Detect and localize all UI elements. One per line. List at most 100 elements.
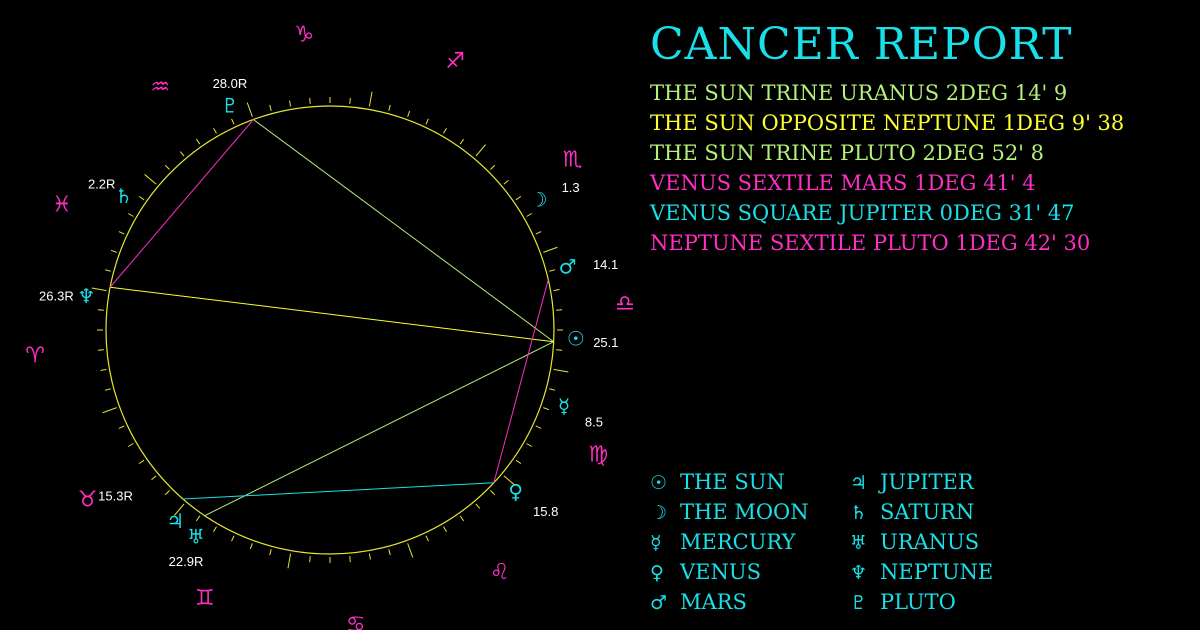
venus-icon: ♀ [650,562,664,584]
aspect-list: THE SUN TRINE URANUS 2DEG 14' 9 THE SUN … [650,78,1124,258]
wheel-tick [526,213,533,217]
wheel-tick [289,100,292,107]
wheel-tick [515,459,522,465]
aspect-line-item: NEPTUNE SEXTILE PLUTO 1DEG 42' 30 [650,231,1091,255]
neptune-degree-label: 26.3R [39,288,74,303]
legend-item-mercury: ☿ MERCURY [650,527,795,557]
aspect-line-item: VENUS SQUARE JUPITER 0DEG 31' 47 [650,201,1075,225]
libra-icon: ♎ [615,292,635,317]
wheel-tick [97,309,104,311]
wheel-tick [195,138,201,145]
wheel-tick [174,503,185,516]
legend-label: NEPTUNE [880,560,994,584]
wheel-tick [388,104,391,111]
saturn-degree-label: 2.2R [88,177,115,192]
aspect-line-item: THE SUN TRINE PLUTO 2DEG 52' 8 [650,141,1044,165]
wheel-tick [246,102,253,117]
saturn-icon: ♄ [115,184,133,208]
wheel-tick [407,543,414,558]
wheel-tick [490,490,496,496]
wheel-tick [151,475,157,481]
wheel-tick [549,269,556,272]
wheel-tick [91,287,107,292]
legend-item-mars: ♂ MARS [650,587,747,617]
legend-item-neptune: ♆ NEPTUNE [850,557,993,587]
wheel-tick [349,556,351,563]
wheel-tick [102,407,117,414]
capricorn-icon: ♑ [294,23,314,48]
wheel-tick [443,127,447,134]
wheel-tick [104,269,111,272]
wheel-tick [543,246,558,253]
uranus-icon: ♅ [187,524,205,548]
legend-label: MERCURY [680,530,796,554]
wheel-tick [475,503,481,509]
mars-degree-label: 14.1 [593,257,618,272]
uranus-degree-label: 22.9R [169,554,204,569]
uranus-icon: ♅ [850,532,868,554]
legend-label: SATURN [880,500,975,524]
wheel-tick [269,549,272,556]
moon-icon: ☽ [530,188,548,212]
legend-item-sun: ☉THE SUN [650,467,785,497]
aspect-line-sun-pluto [253,119,554,343]
wheel-tick [553,289,560,292]
taurus-degree-label: 15.3R [98,488,133,503]
wheel-tick [110,249,117,253]
aspect-line-item: THE SUN TRINE URANUS 2DEG 14' 9 [650,81,1068,105]
legend-item-uranus: ♅URANUS [850,527,979,557]
wheel-tick [490,164,496,170]
wheel-tick [100,368,107,371]
wheel-tick [97,349,104,351]
sagittarius-icon: ♐ [445,49,465,74]
natal-chart-wheel: ♑♐♏♎♍♌♋♊♉♈♓♒☉25.1☿8.5♀15.8♂14.1☽1.3♃♅22.… [25,23,635,630]
wheel-tick [459,138,465,145]
report-title: CANCER REPORT [650,19,1073,70]
leo-icon: ♌ [490,560,510,585]
wheel-tick [556,309,563,311]
mercury-icon: ☿ [558,394,570,418]
wheel-tick [388,549,391,556]
wheel-tick [535,231,542,235]
wheel-tick [526,443,533,447]
aspect-line-item: VENUS SEXTILE MARS 1DEG 41' 4 [650,171,1036,195]
legend-item-moon: ☽ THE MOON [650,497,809,527]
neptune-icon: ♆ [77,284,95,308]
taurus-icon: ♉ [78,487,98,512]
moon-icon: ☽ [650,502,668,524]
virgo-icon: ♍ [588,443,608,468]
wheel-tick [543,407,550,411]
scorpio-icon: ♏ [563,148,583,173]
mars-icon: ♂ [650,592,668,614]
mercury-icon: ☿ [650,532,662,554]
neptune-icon: ♆ [850,562,868,584]
wheel-tick [503,475,516,486]
wheel-tick [503,179,509,185]
wheel-tick [213,526,217,533]
legend-label: THE MOON [680,500,809,524]
legend-item-saturn: ♄ SATURN [850,497,974,527]
aspect-line-neptune-pluto [109,119,254,288]
jupiter-icon: ♃ [850,472,868,494]
wheel-tick [118,425,125,429]
legend-label: MARS [680,590,747,614]
pluto-degree-label: 28.0R [213,76,248,91]
sun-degree-label: 25.1 [593,335,618,350]
legend-label: VENUS [680,560,761,584]
aspect-line-sun-uranus [204,341,554,517]
mercury-degree-label: 8.5 [585,415,603,430]
pisces-icon: ♓ [52,192,72,217]
saturn-icon: ♄ [850,502,868,524]
wheel-tick [553,368,569,373]
moon-degree-label: 1.3 [562,180,580,195]
wheel-tick [144,174,157,185]
aspect-line-venus-mars [493,279,549,483]
wheel-tick [425,118,429,125]
venus-degree-label: 15.8 [533,504,558,519]
aspect-line-item: THE SUN OPPOSITE NEPTUNE 1DEG 9' 38 [650,111,1125,135]
wheel-tick [368,91,373,107]
legend-item-jupiter: ♃JUPITER [850,467,974,497]
legend-label: THE SUN [680,470,785,494]
wheel-tick [309,556,311,563]
wheel-tick [179,151,185,157]
